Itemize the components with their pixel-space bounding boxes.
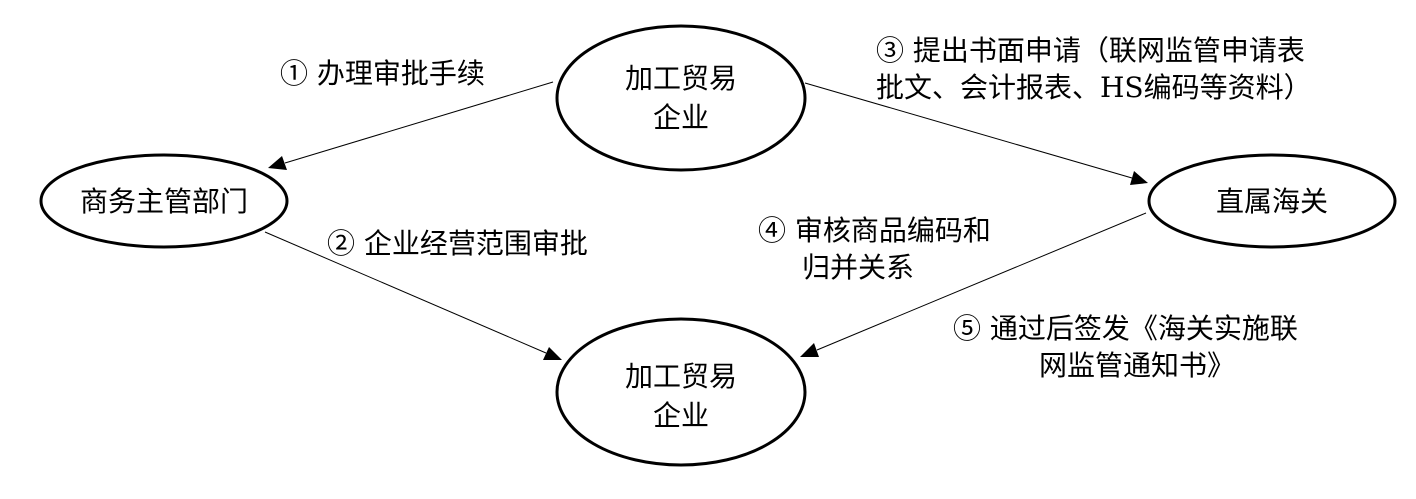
edge-step4-label-line2: 归并关系 [802,251,914,284]
edge-step1-label: ① 办理审批手续 [280,57,485,90]
node-enterprise-bottom: 加工贸易 企业 [555,317,807,467]
edge-step5-label-line1: ⑤ 通过后签发《海关实施联 [953,312,1298,345]
edge-step2-label: ② 企业经营范围审批 [327,227,588,260]
edge-step4-label-line1: ④ 审核商品编码和 [758,214,991,247]
edge-step3-arrow [804,82,1148,185]
node-enterprise-top-line1: 加工贸易 [625,62,737,95]
node-enterprise-top-line2: 企业 [653,101,709,134]
edge-step2-arrow [264,231,562,360]
node-commerce-dept-label: 商务主管部门 [80,185,248,218]
edge-step5-label-line2: 网监管通知书》 [1039,349,1235,382]
node-enterprise-bottom-line2: 企业 [653,399,709,432]
edge-step3-label-line2: 批文、会计报表、HS编码等资料） [876,71,1312,104]
node-customs: 直属海关 [1147,153,1397,249]
node-enterprise-bottom-line1: 加工贸易 [625,360,737,393]
node-enterprise-top: 加工贸易 企业 [555,24,807,172]
edge-step1-arrow [268,81,554,170]
edge-step4-arrow [800,212,1147,357]
edge-step3-label-line1: ③ 提出书面申请（联网监管申请表 [876,34,1305,67]
node-customs-label: 直属海关 [1216,185,1328,218]
node-commerce-dept: 商务主管部门 [39,153,289,249]
